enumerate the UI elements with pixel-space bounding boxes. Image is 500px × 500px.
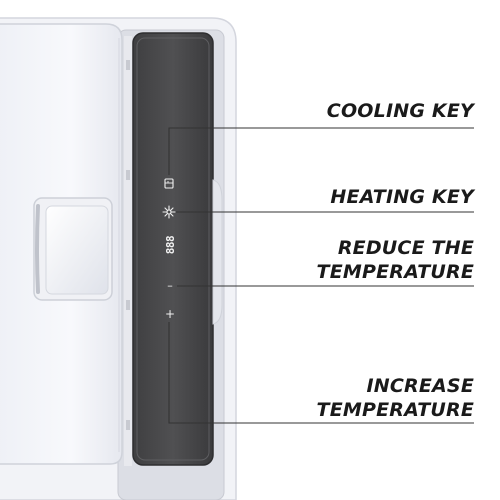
callout-reduce-temperature: REDUCE THE TEMPERATURE bbox=[317, 236, 474, 284]
hinge-strip bbox=[124, 36, 132, 466]
lid-handle-inner bbox=[45, 205, 109, 295]
leader-cooling bbox=[168, 127, 474, 175]
callout-reduce-line2: TEMPERATURE bbox=[316, 261, 474, 283]
cooling-key-icon[interactable] bbox=[164, 178, 174, 189]
reduce-temperature-key[interactable]: – bbox=[167, 279, 173, 292]
increase-temperature-key[interactable]: + bbox=[165, 307, 175, 321]
callout-cooling-key: COOLING KEY bbox=[327, 99, 474, 123]
callout-increase-line2: TEMPERATURE bbox=[316, 399, 474, 421]
callout-increase-temperature: INCREASE TEMPERATURE bbox=[317, 374, 474, 422]
callout-cooling-text: COOLING KEY bbox=[326, 100, 474, 122]
callout-reduce-line1: REDUCE THE bbox=[337, 237, 474, 259]
side-bump bbox=[212, 179, 223, 325]
leader-increase bbox=[168, 322, 474, 424]
heating-key-icon[interactable] bbox=[162, 205, 176, 219]
callout-heating-key: HEATING KEY bbox=[330, 185, 474, 209]
temperature-display: 888 bbox=[164, 236, 177, 254]
callout-increase-line1: INCREASE bbox=[366, 375, 474, 397]
lid-handle-shadow bbox=[35, 204, 40, 294]
leader-lines bbox=[168, 127, 474, 424]
callout-heating-text: HEATING KEY bbox=[330, 186, 474, 208]
